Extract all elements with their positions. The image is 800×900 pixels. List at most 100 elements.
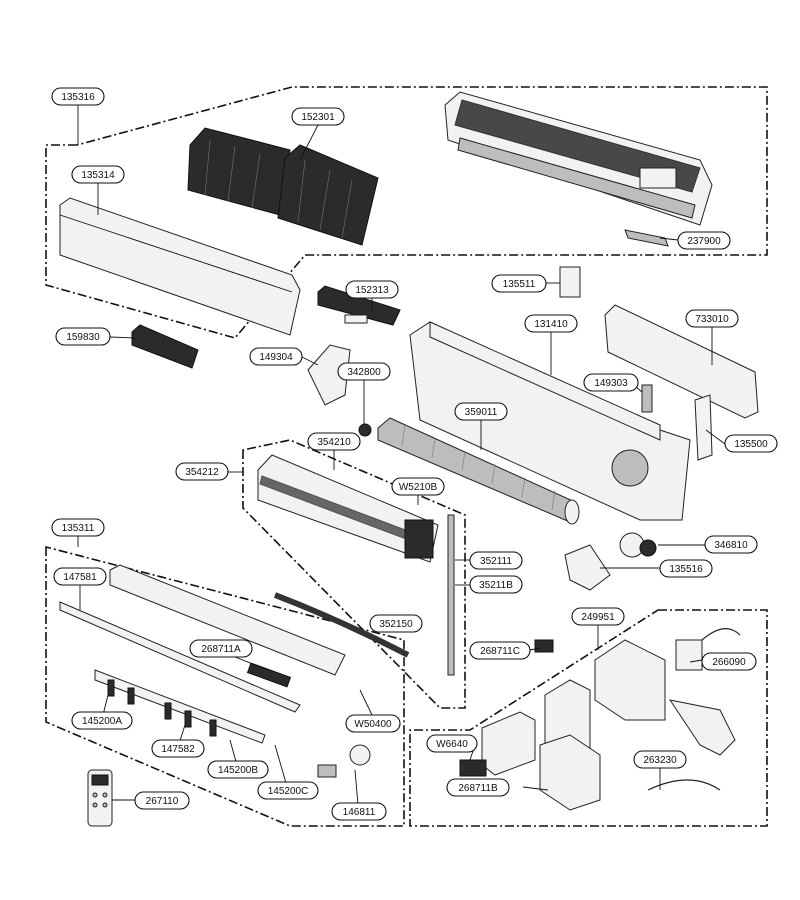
label-135316: 135316 bbox=[51, 87, 105, 106]
label-149304: 149304 bbox=[249, 347, 303, 366]
fan-motor bbox=[619, 532, 657, 558]
label-135511: 135511 bbox=[491, 274, 547, 293]
display-strip bbox=[624, 229, 669, 247]
side-bracket-right bbox=[641, 384, 653, 413]
svg-text:152301: 152301 bbox=[301, 112, 335, 123]
label-149303: 149303 bbox=[583, 373, 639, 392]
refrigerant-pipe bbox=[447, 514, 455, 676]
svg-text:733010: 733010 bbox=[695, 314, 729, 325]
group-border-front-panel bbox=[45, 86, 768, 339]
svg-text:135516: 135516 bbox=[669, 564, 703, 575]
cross-flow-fan bbox=[377, 417, 580, 525]
svg-text:266090: 266090 bbox=[712, 657, 746, 668]
label-145200C: 145200C bbox=[257, 781, 319, 800]
label-35211B: 35211B bbox=[469, 575, 523, 594]
svg-text:W5210B: W5210B bbox=[399, 482, 438, 493]
svg-text:131410: 131410 bbox=[534, 319, 568, 330]
svg-text:268711C: 268711C bbox=[480, 646, 520, 657]
label-159830: 159830 bbox=[55, 327, 111, 346]
air-filter-right bbox=[277, 144, 379, 246]
label-266090: 266090 bbox=[701, 652, 757, 671]
svg-text:354212: 354212 bbox=[185, 467, 219, 478]
svg-text:135511: 135511 bbox=[503, 279, 536, 290]
remote-control bbox=[87, 769, 113, 827]
svg-text:354210: 354210 bbox=[317, 437, 351, 448]
label-135516: 135516 bbox=[659, 559, 713, 578]
label-152301: 152301 bbox=[291, 107, 345, 126]
svg-text:237900: 237900 bbox=[687, 236, 721, 247]
louver-tab bbox=[344, 314, 368, 324]
label-354210: 354210 bbox=[307, 432, 361, 451]
evaporator bbox=[257, 454, 439, 563]
svg-text:W6640: W6640 bbox=[436, 739, 468, 750]
svg-text:146811: 146811 bbox=[343, 807, 376, 818]
svg-text:149303: 149303 bbox=[594, 378, 628, 389]
label-146811: 146811 bbox=[331, 802, 387, 821]
svg-text:352111: 352111 bbox=[480, 556, 512, 567]
installation-plate bbox=[604, 304, 759, 419]
vertical-vane-assembly bbox=[131, 324, 199, 369]
svg-text:152313: 152313 bbox=[355, 285, 389, 296]
chassis bbox=[409, 321, 691, 521]
label-267110: 267110 bbox=[134, 791, 190, 810]
front-grille bbox=[444, 91, 713, 226]
svg-text:W50400: W50400 bbox=[354, 719, 392, 730]
terminal-block bbox=[459, 759, 487, 777]
display-pcb bbox=[246, 662, 292, 688]
label-145200A: 145200A bbox=[71, 711, 133, 730]
label-733010: 733010 bbox=[685, 309, 739, 328]
svg-text:268711B: 268711B bbox=[458, 783, 498, 794]
label-359011: 359011 bbox=[454, 402, 508, 421]
svg-text:135314: 135314 bbox=[81, 170, 115, 181]
label-263230: 263230 bbox=[633, 750, 687, 769]
lower-vanes bbox=[94, 669, 266, 744]
svg-text:159830: 159830 bbox=[66, 332, 100, 343]
svg-text:346810: 346810 bbox=[714, 540, 748, 551]
front-panel bbox=[59, 197, 301, 336]
label-145200B: 145200B bbox=[207, 760, 269, 779]
svg-text:268711A: 268711A bbox=[201, 644, 241, 655]
svg-text:249951: 249951 bbox=[581, 612, 615, 623]
label-W6640: W6640 bbox=[426, 734, 478, 753]
motor-cover bbox=[564, 544, 611, 591]
small-bracket bbox=[559, 266, 581, 298]
main-pcb bbox=[539, 734, 601, 811]
label-352150: 352150 bbox=[369, 614, 423, 633]
svg-text:35211B: 35211B bbox=[479, 580, 513, 591]
label-342800: 342800 bbox=[337, 362, 391, 381]
air-filter-left bbox=[187, 127, 291, 216]
svg-text:145200B: 145200B bbox=[218, 765, 258, 776]
svg-text:263230: 263230 bbox=[643, 755, 677, 766]
label-135314: 135314 bbox=[71, 165, 125, 184]
label-237900: 237900 bbox=[677, 231, 731, 250]
label-W5210B: W5210B bbox=[391, 477, 445, 496]
pipe-holder bbox=[694, 394, 713, 461]
label-268711C: 268711C bbox=[469, 641, 531, 660]
svg-text:352150: 352150 bbox=[379, 619, 413, 630]
step-motor bbox=[317, 744, 371, 778]
label-152313: 152313 bbox=[345, 280, 399, 299]
control-box-cover bbox=[594, 639, 666, 721]
svg-text:147581: 147581 bbox=[63, 572, 97, 583]
svg-text:135500: 135500 bbox=[734, 439, 768, 450]
svg-text:342800: 342800 bbox=[347, 367, 381, 378]
thermistor-wire bbox=[647, 779, 721, 791]
svg-text:145200C: 145200C bbox=[268, 786, 309, 797]
sensor-module bbox=[675, 639, 703, 671]
small-label-plate bbox=[534, 639, 554, 653]
svg-text:135311: 135311 bbox=[62, 523, 95, 534]
bearing bbox=[358, 423, 372, 437]
svg-text:135316: 135316 bbox=[61, 92, 95, 103]
label-352111: 352111 bbox=[469, 551, 523, 570]
group-border-evaporator bbox=[242, 439, 466, 709]
label-268711A: 268711A bbox=[189, 639, 253, 658]
terminal-cover bbox=[481, 711, 536, 776]
drain-hose bbox=[273, 592, 410, 658]
sensor-wire bbox=[701, 628, 741, 641]
label-135311: 135311 bbox=[51, 518, 105, 537]
label-135500: 135500 bbox=[724, 434, 778, 453]
svg-text:359011: 359011 bbox=[465, 407, 498, 418]
svg-text:149304: 149304 bbox=[259, 352, 293, 363]
cover-plate bbox=[668, 699, 736, 756]
